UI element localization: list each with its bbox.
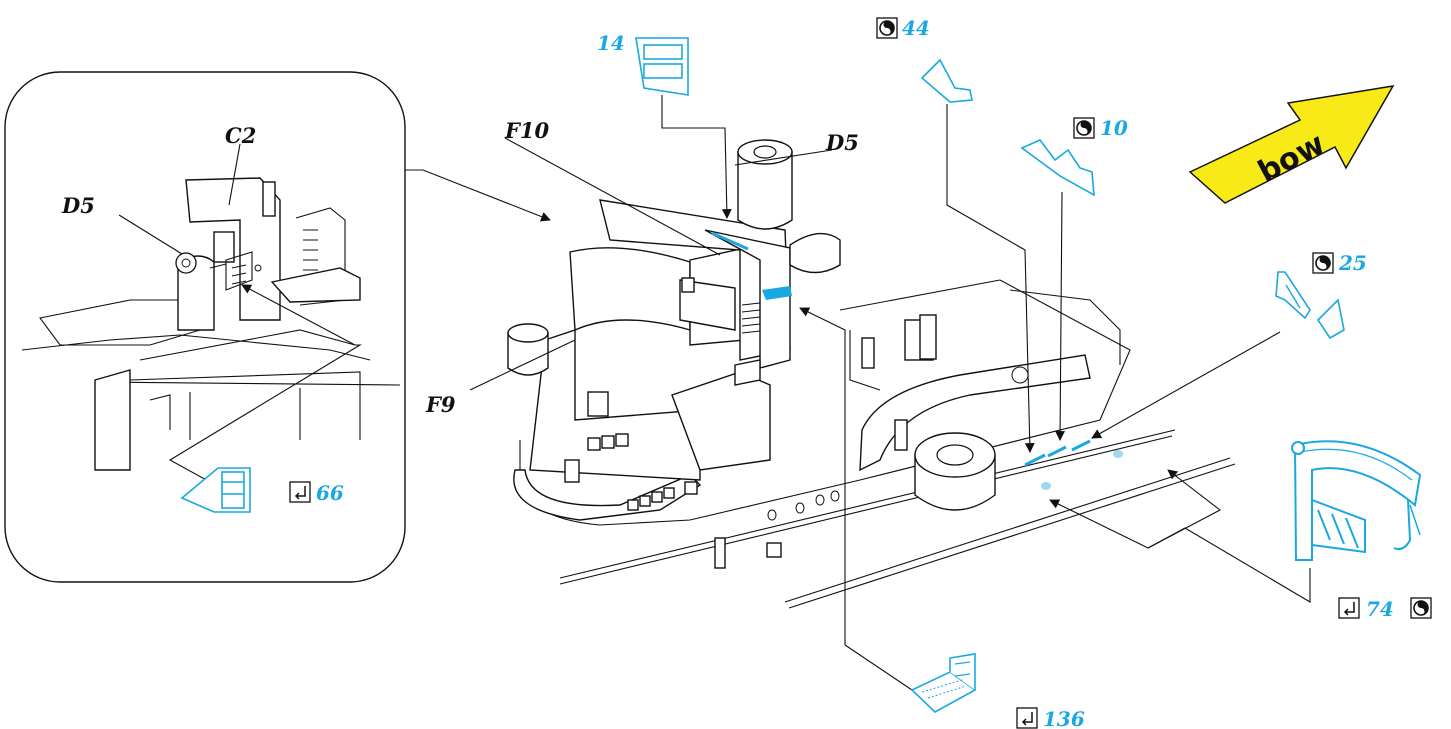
paint-flag-icon	[1410, 597, 1432, 619]
callout-66: 66	[316, 481, 344, 505]
paint-flag-icon	[1312, 252, 1334, 274]
fold-arrow-icon	[1016, 707, 1038, 729]
paint-flag-icon	[876, 17, 898, 39]
part-44	[920, 58, 973, 103]
part-14-frame	[635, 37, 689, 96]
ladder-part-66	[180, 467, 251, 513]
part-136-stand	[910, 653, 977, 713]
fold-arrow-icon	[289, 481, 311, 503]
inset-panel: C2 D5 66	[4, 71, 406, 583]
turret-base	[914, 432, 996, 511]
callout-10: 10	[1100, 116, 1128, 140]
callout-25: 25	[1338, 251, 1367, 275]
label-d5: D5	[825, 130, 859, 155]
label-f9: F9	[425, 392, 456, 417]
bow-direction-arrow: bow	[1188, 85, 1395, 204]
part-10	[1020, 139, 1095, 197]
inset-superstructure-drawing	[21, 177, 401, 471]
crane-part-74	[1291, 440, 1422, 561]
inset-label-d5: D5	[61, 193, 95, 218]
inset-label-c2: C2	[225, 123, 256, 148]
main-superstructure-drawing	[507, 139, 1236, 609]
callout-74: 74	[1366, 597, 1394, 621]
fold-arrow-icon	[1338, 597, 1360, 619]
callout-14: 14	[597, 31, 625, 55]
callout-44: 44	[902, 16, 930, 40]
callout-136: 136	[1043, 707, 1085, 729]
paint-flag-icon	[1073, 117, 1095, 139]
part-25	[1275, 271, 1345, 340]
label-f10: F10	[504, 118, 550, 143]
